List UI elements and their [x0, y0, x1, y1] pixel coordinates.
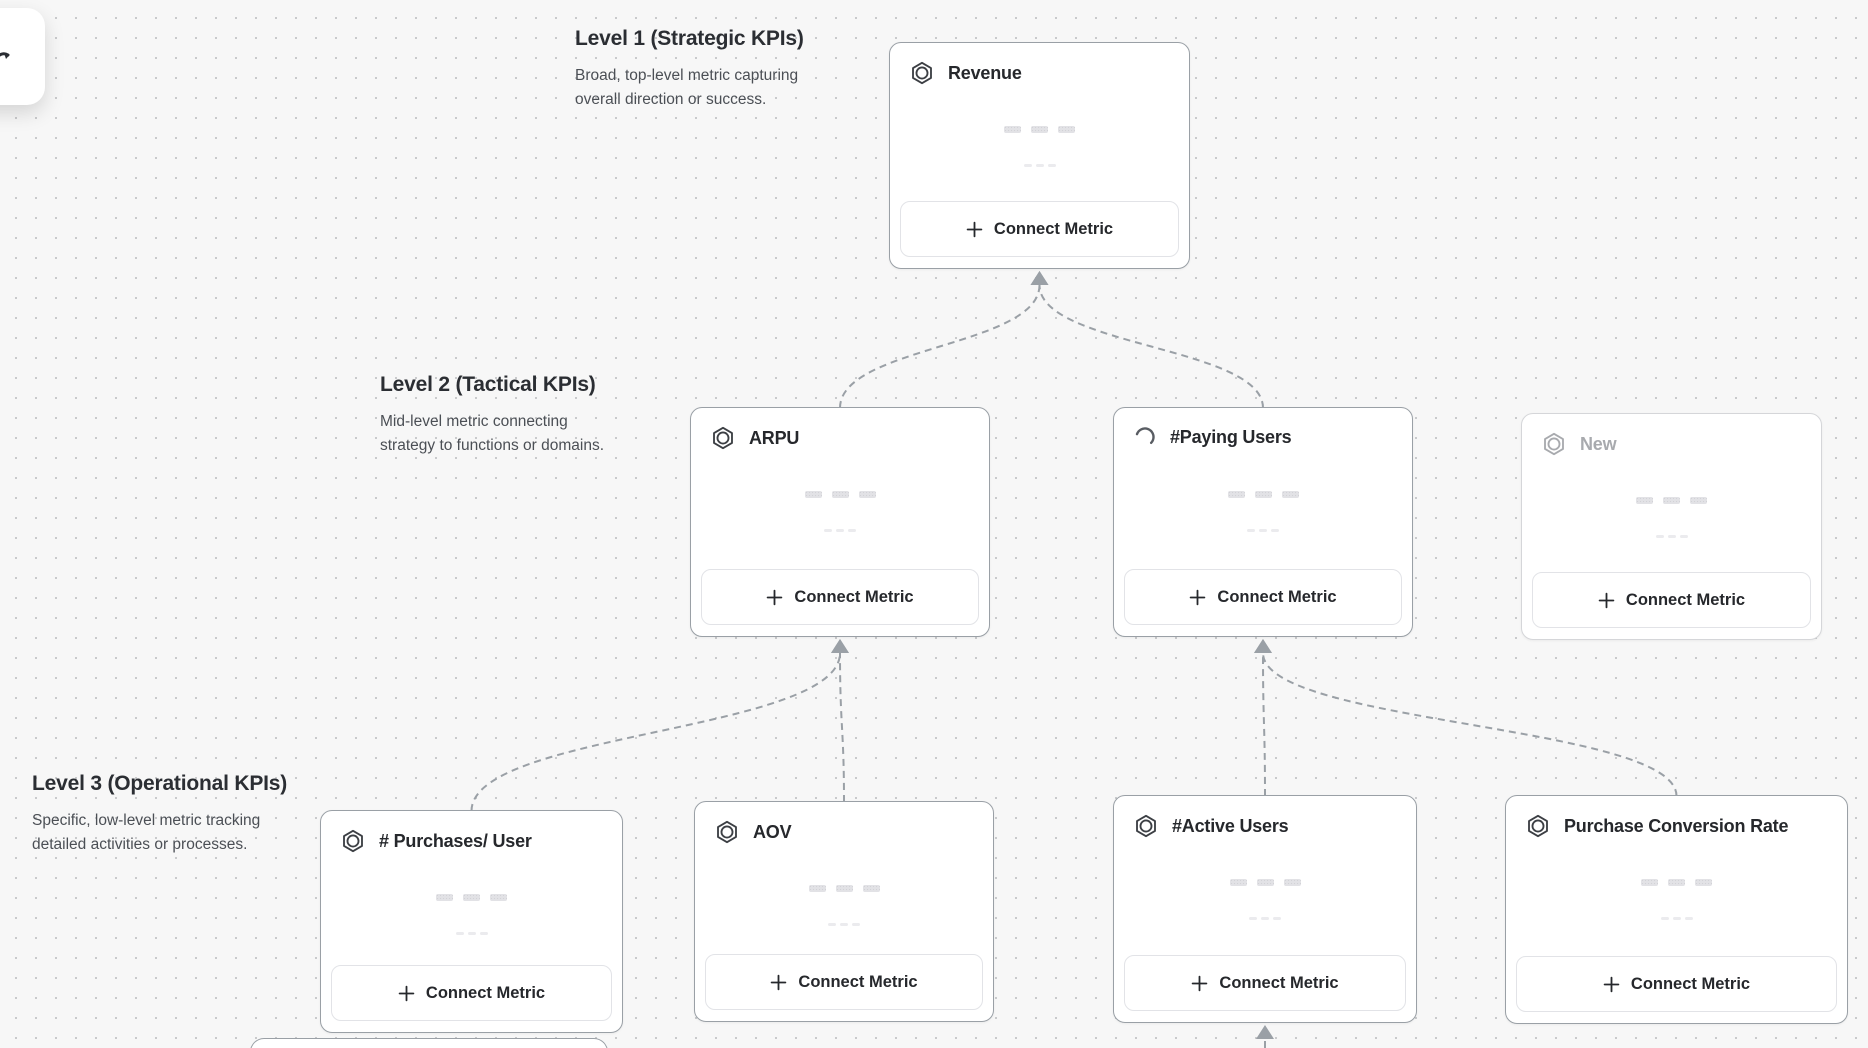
skeleton-placeholder-dashes: [695, 923, 993, 926]
level-2-description: Mid-level metric connecting strategy to …: [380, 413, 605, 454]
level-1-heading: Level 1 (Strategic KPIs) Broad, top-leve…: [575, 27, 835, 112]
level-2-title: Level 2 (Tactical KPIs): [380, 373, 596, 396]
skeleton-placeholder-dashes: [1506, 917, 1847, 920]
connect-metric-label: Connect Metric: [1625, 590, 1746, 609]
skeleton-placeholder-dashes: [1522, 535, 1821, 538]
metric-card-title: ARPU: [749, 427, 800, 448]
skeleton-placeholder-dashes: [1114, 917, 1416, 920]
metric-card-purchase-conversion-rate[interactable]: Purchase Conversion Rate Connect Metric: [1505, 795, 1848, 1024]
partial-metric-card[interactable]: [250, 1038, 608, 1048]
skeleton-placeholder-row: [691, 491, 989, 498]
metric-card-title: #Paying Users: [1170, 426, 1292, 447]
metric-card-header: AOV: [695, 802, 993, 845]
connect-metric-button[interactable]: Connect Metric: [701, 569, 979, 625]
metric-card-header: Revenue: [890, 43, 1189, 86]
skeleton-placeholder-dashes: [890, 164, 1189, 167]
metric-hexagon-icon: [909, 60, 935, 86]
loading-spinner-icon: [1133, 425, 1157, 449]
connect-metric-button[interactable]: Connect Metric: [1532, 572, 1811, 628]
level-3-title: Level 3 (Operational KPIs): [32, 772, 288, 795]
connect-metric-label: Connect Metric: [1219, 973, 1339, 992]
plus-icon: [1191, 975, 1208, 992]
metric-card-revenue[interactable]: Revenue Connect Metric: [889, 42, 1190, 269]
skeleton-placeholder-dashes: [321, 932, 622, 935]
skeleton-placeholder-row: [695, 885, 993, 892]
connect-metric-label: Connect Metric: [1217, 587, 1337, 606]
metric-card-active-users[interactable]: #Active Users Connect Metric: [1113, 795, 1417, 1023]
connect-metric-button[interactable]: Connect Metric: [1516, 956, 1837, 1012]
plus-icon: [1603, 976, 1620, 993]
connect-metric-label: Connect Metric: [993, 219, 1114, 238]
connect-metric-button[interactable]: Connect Metric: [900, 201, 1179, 257]
skeleton-placeholder-row: [890, 126, 1189, 133]
metric-hexagon-icon: [714, 819, 740, 845]
metric-card-aov[interactable]: AOV Connect Metric: [694, 801, 994, 1022]
level-1-title: Level 1 (Strategic KPIs): [575, 27, 804, 50]
metric-card-title: #Active Users: [1172, 815, 1289, 836]
metric-card-title: # Purchases/ User: [379, 830, 532, 851]
metric-hexagon-icon: [340, 828, 366, 854]
skeleton-placeholder-dashes: [691, 529, 989, 532]
level-2-heading: Level 2 (Tactical KPIs) Mid-level metric…: [380, 373, 630, 458]
connect-metric-button[interactable]: Connect Metric: [705, 954, 983, 1010]
plus-icon: [966, 221, 983, 238]
cursor-stroke-icon: [0, 52, 10, 59]
skeleton-placeholder-dashes: [1114, 529, 1412, 532]
level-3-description: Specific, low-level metric tracking deta…: [32, 812, 261, 853]
skeleton-placeholder-row: [1114, 879, 1416, 886]
metric-card-header: #Active Users: [1114, 796, 1416, 839]
plus-icon: [1189, 589, 1206, 606]
connect-metric-button[interactable]: Connect Metric: [1124, 955, 1406, 1011]
connect-metric-label: Connect Metric: [798, 972, 918, 991]
skeleton-placeholder-row: [321, 894, 622, 901]
metric-card-arpu[interactable]: ARPU Connect Metric: [690, 407, 990, 637]
metric-card-header: ARPU: [691, 408, 989, 451]
metric-hexagon-icon: [1541, 431, 1567, 457]
plus-icon: [766, 589, 783, 606]
connect-metric-label: Connect Metric: [794, 587, 914, 606]
skeleton-placeholder-row: [1522, 497, 1821, 504]
metric-card-title: AOV: [753, 821, 792, 842]
metric-card-title: Purchase Conversion Rate: [1564, 815, 1789, 836]
metric-card-paying-users[interactable]: #Paying Users Connect Metric: [1113, 407, 1413, 637]
plus-icon: [1598, 592, 1615, 609]
metric-card-header: # Purchases/ User: [321, 811, 622, 854]
level-3-heading: Level 3 (Operational KPIs) Specific, low…: [32, 772, 297, 857]
connect-metric-button[interactable]: Connect Metric: [1124, 569, 1402, 625]
metric-hexagon-icon: [1525, 813, 1551, 839]
connect-metric-label: Connect Metric: [1630, 974, 1751, 993]
skeleton-placeholder-row: [1506, 879, 1847, 886]
metric-card-title: Revenue: [948, 62, 1022, 83]
metric-card-header: #Paying Users: [1114, 408, 1412, 449]
metric-card-header: Purchase Conversion Rate: [1506, 796, 1847, 839]
connect-metric-button[interactable]: Connect Metric: [331, 965, 612, 1021]
connect-metric-label: Connect Metric: [425, 983, 546, 1002]
metric-card-purchases-user[interactable]: # Purchases/ User Connect Metric: [320, 810, 623, 1033]
plus-icon: [770, 974, 787, 991]
skeleton-placeholder-row: [1114, 491, 1412, 498]
level-1-description: Broad, top-level metric capturing overal…: [575, 67, 799, 108]
metric-card-new[interactable]: New Connect Metric: [1521, 413, 1822, 640]
metric-hexagon-icon: [710, 425, 736, 451]
toolbar-panel[interactable]: [0, 8, 45, 105]
metric-card-header: New: [1522, 414, 1821, 457]
metric-card-title: New: [1580, 433, 1617, 454]
plus-icon: [398, 985, 415, 1002]
metric-hexagon-icon: [1133, 813, 1159, 839]
